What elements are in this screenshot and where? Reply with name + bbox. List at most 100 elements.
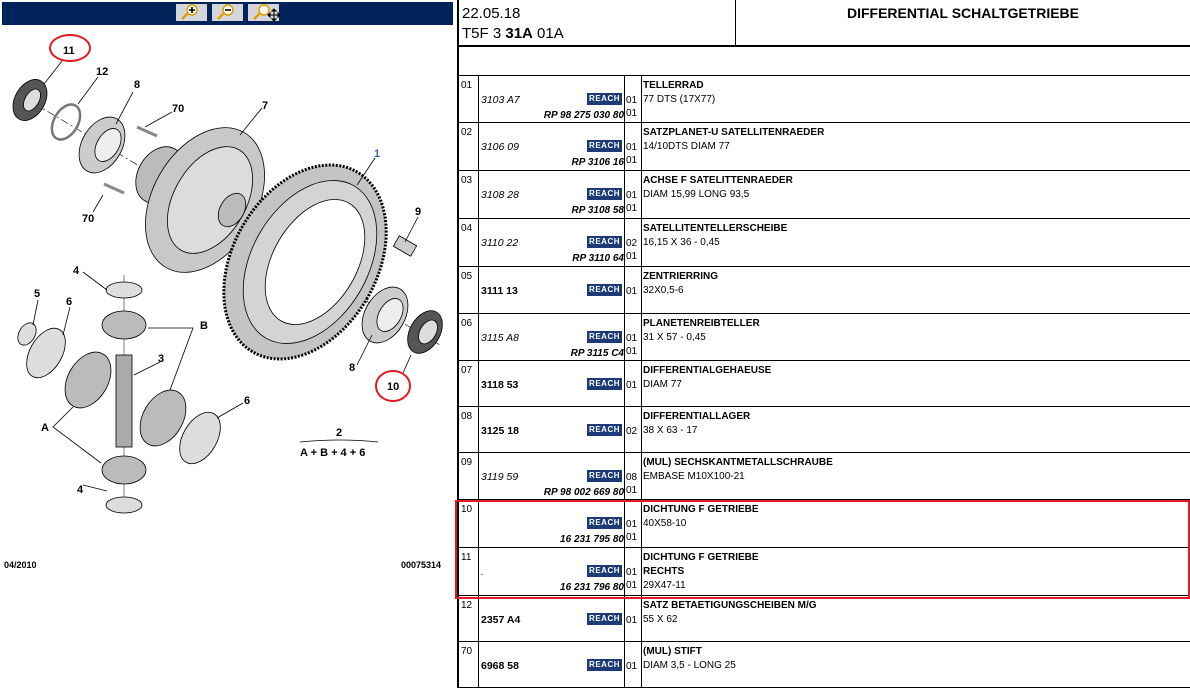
part-reference[interactable]: 3125 18 [481, 425, 519, 437]
reach-badge[interactable]: REACH [587, 378, 622, 390]
quantity: 01 [626, 519, 638, 530]
item-number: 05 [461, 271, 473, 282]
part-reference[interactable]: 3110 22 [481, 237, 519, 249]
part-reference[interactable]: 3118 53 [481, 379, 519, 391]
quantity: 02 [626, 238, 638, 249]
cell-reference: 3106 09 REACH RP 3106 16 [478, 123, 625, 170]
svg-text:6: 6 [66, 296, 72, 308]
reach-badge[interactable]: REACH [587, 659, 622, 671]
diagram-panel: 11 12 8 70 7 1 9 70 4 5 6 B 3 8 10 A 6 4… [0, 0, 455, 700]
reach-badge[interactable]: REACH [587, 331, 622, 343]
part-number[interactable]: 16 231 795 80 [560, 534, 624, 545]
reach-badge[interactable]: REACH [587, 613, 622, 625]
reach-badge[interactable]: REACH [587, 565, 622, 577]
part-title: SATZPLANET-U SATELLITENRAEDER [643, 127, 825, 138]
part-reference[interactable]: 3106 09 [481, 141, 519, 153]
quantity-2: 01 [626, 155, 638, 166]
callout-11: 11 [63, 45, 75, 57]
item-number: 09 [461, 457, 473, 468]
part-title: DIFFERENTIALGEHAEUSE [643, 365, 772, 376]
part-reference[interactable]: 3103 A7 [481, 94, 520, 106]
part-reference[interactable]: 2357 A4 [481, 614, 521, 626]
part-number[interactable]: RP 98 002 669 80 [543, 487, 624, 498]
cell-number: 70 [459, 642, 479, 687]
part-title: (MUL) SECHSKANTMETALLSCHRAUBE [643, 457, 833, 468]
svg-text:6: 6 [244, 395, 250, 407]
quantity-2: 01 [626, 485, 638, 496]
code-prefix: T5F 3 [462, 25, 506, 42]
zoom-in-button[interactable] [176, 4, 207, 21]
item-number: 02 [461, 127, 473, 138]
magnifier-plus-icon [181, 4, 198, 20]
header-info: 22.05.18 T5F 3 31A 01A [457, 0, 737, 46]
part-reference[interactable]: 6968 58 [481, 660, 519, 672]
zoom-out-button[interactable] [212, 4, 243, 21]
cell-number: 06 [459, 314, 479, 360]
reach-badge[interactable]: REACH [587, 188, 622, 200]
callout-10: 10 [387, 381, 399, 393]
item-number: 12 [461, 600, 473, 611]
part-title: SATZ BETAETIGUNGSCHEIBEN M/G [643, 600, 817, 611]
reach-badge[interactable]: REACH [587, 236, 622, 248]
svg-text:3: 3 [158, 353, 164, 365]
part-reference[interactable]: 3111 13 [481, 285, 518, 297]
part-reference[interactable]: 3119 59 [481, 471, 519, 483]
part-reference[interactable]: 3108 28 [481, 189, 519, 201]
quantity: 01 [626, 661, 638, 672]
reach-badge[interactable]: REACH [587, 470, 622, 482]
part-number[interactable]: RP 3106 16 [571, 157, 624, 168]
part-reference[interactable]: . [481, 566, 484, 578]
part-description: 14/10DTS DIAM 77 [643, 141, 730, 152]
part-title: DICHTUNG F GETRIEBE [643, 504, 759, 515]
reach-badge[interactable]: REACH [587, 424, 622, 436]
zoom-toolbar [2, 2, 453, 25]
cell-description: SATZPLANET-U SATELLITENRAEDER 14/10DTS DI… [641, 123, 1190, 170]
cell-quantity: 01 [624, 361, 642, 406]
part-number[interactable]: RP 98 275 030 80 [543, 110, 624, 121]
part-number[interactable]: RP 3108 58 [571, 205, 624, 216]
reach-badge[interactable]: REACH [587, 284, 622, 296]
part-description: DIAM 15,99 LONG 93,5 [643, 189, 750, 200]
part-number[interactable]: RP 3115 C4 [570, 348, 624, 359]
reach-badge[interactable]: REACH [587, 93, 622, 105]
exploded-parts-diagram: 11 12 8 70 7 1 9 70 4 5 6 B 3 8 10 A 6 4… [12, 34, 443, 514]
part-reference[interactable]: 3115 A8 [481, 332, 519, 344]
item-number: 04 [461, 223, 473, 234]
part-number[interactable]: 16 231 796 80 [560, 582, 624, 593]
zoom-pan-button[interactable] [248, 4, 280, 21]
reach-badge[interactable]: REACH [587, 517, 622, 529]
cell-quantity: 02 [624, 407, 642, 452]
part-description: 16,15 X 36 - 0,45 [643, 237, 720, 248]
header-title-cell: DIFFERENTIAL SCHALTGETRIEBE [735, 0, 1190, 46]
svg-text:7: 7 [262, 100, 268, 112]
part-description: 55 X 62 [643, 614, 678, 625]
cell-quantity: 01 [624, 642, 642, 687]
reach-badge[interactable]: REACH [587, 140, 622, 152]
part-number[interactable]: RP 3110 64 [572, 253, 624, 264]
